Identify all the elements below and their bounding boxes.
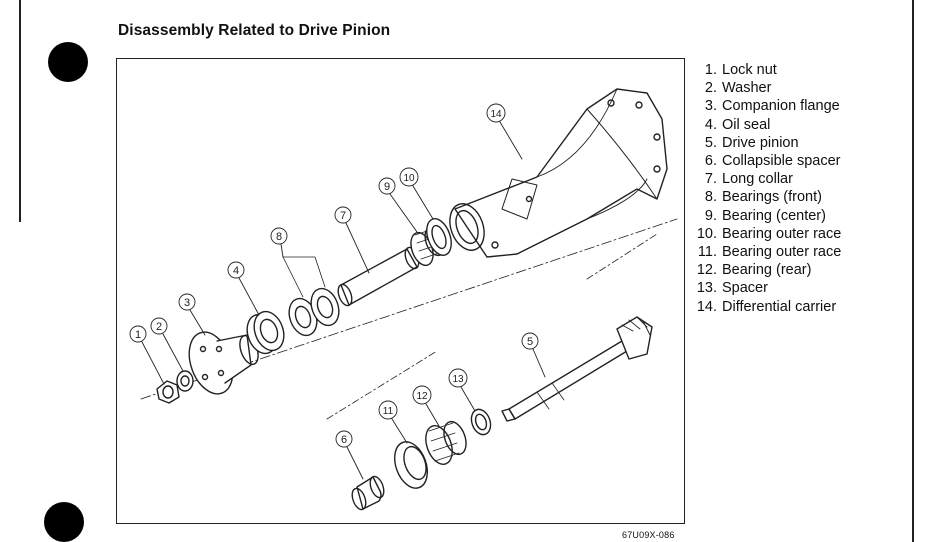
oil-seal-drawing	[246, 310, 285, 355]
legend-label: Bearings (front)	[722, 189, 822, 206]
legend-item: 13. Spacer	[692, 279, 902, 297]
lower-axis-line	[326, 350, 438, 420]
legend-label: Bearing (center)	[722, 207, 826, 224]
page-margin-rule	[19, 0, 21, 222]
svg-text:12: 12	[416, 391, 428, 402]
legend-number: 7.	[704, 171, 717, 188]
svg-text:9: 9	[384, 181, 390, 193]
bearing-outer-race-lower-drawing	[393, 441, 429, 489]
callout-13: 13	[448, 368, 476, 412]
exploded-view-figure: 1 2 3 4 8 7 9 10 14 5 13 12 11 6	[116, 58, 685, 524]
callout-1: 1	[129, 325, 165, 385]
legend-number: 2.	[704, 80, 717, 97]
callout-8: 8	[270, 227, 288, 258]
legend-item: 1. Lock nut	[692, 61, 902, 79]
legend-label: Lock nut	[722, 62, 777, 78]
legend-label: Bearing outer race	[722, 225, 842, 242]
svg-text:1: 1	[135, 329, 141, 341]
callout-14: 14	[486, 103, 523, 160]
lock-nut-drawing	[156, 380, 180, 404]
legend-item: 6. Collapsible spacer	[692, 152, 902, 170]
bearing-rear-drawing	[425, 420, 467, 465]
svg-text:5: 5	[527, 336, 533, 348]
legend-item: 7. Long collar	[692, 170, 902, 188]
page-edge-rule	[912, 0, 914, 542]
svg-text:3: 3	[184, 297, 190, 309]
svg-text:4: 4	[233, 265, 239, 277]
legend-item: 9. Bearing (center)	[692, 207, 902, 225]
legend-label: Differential carrier	[722, 298, 837, 315]
legend-item: 14. Differential carrier	[692, 298, 902, 316]
svg-text:6: 6	[341, 434, 347, 446]
washer-drawing	[176, 370, 194, 392]
svg-text:13: 13	[452, 374, 464, 385]
legend-label: Bearing outer race	[722, 244, 842, 261]
legend-number: 9.	[704, 207, 717, 224]
long-collar-drawing	[337, 246, 420, 307]
legend-number: 10.	[696, 225, 717, 242]
legend-label: Spacer	[722, 280, 768, 297]
callout-5: 5	[521, 332, 546, 378]
callout-10: 10	[399, 167, 434, 220]
legend-label: Companion flange	[722, 98, 840, 115]
binding-hole-bottom	[44, 502, 84, 542]
legend-label: Collapsible spacer	[722, 153, 841, 170]
callout-6: 6	[335, 430, 364, 480]
legend-number: 11.	[697, 244, 717, 261]
parts-legend: 1. Lock nut 2. Washer 3. Companion flange 4…	[692, 61, 902, 316]
legend-label: Oil seal	[722, 116, 771, 133]
legend-item: 4. Oil seal	[692, 116, 902, 134]
legend-number: 4.	[704, 116, 717, 133]
legend-number: 13.	[696, 280, 717, 297]
legend-number: 5.	[704, 134, 717, 151]
legend-label: Bearing (rear)	[722, 262, 812, 279]
svg-text:2: 2	[156, 321, 162, 333]
legend-item: 5. Drive pinion	[692, 134, 902, 152]
differential-carrier-drawing	[449, 88, 668, 258]
legend-number: 3.	[704, 98, 717, 115]
svg-text:14: 14	[490, 109, 502, 120]
legend-number: 6.	[704, 153, 717, 170]
callout-7: 7	[334, 206, 370, 274]
drive-pinion-drawing	[501, 316, 653, 422]
legend-item: 10. Bearing outer race	[692, 225, 902, 243]
callout-2: 2	[150, 317, 184, 372]
binding-hole-top	[48, 42, 88, 82]
spacer-drawing	[470, 408, 492, 436]
companion-flange-drawing	[188, 331, 259, 395]
callout-9: 9	[378, 177, 418, 233]
svg-text:7: 7	[340, 210, 346, 222]
legend-number: 8.	[704, 189, 717, 206]
legend-item: 8. Bearings (front)	[692, 188, 902, 206]
legend-item: 11. Bearing outer race	[692, 243, 902, 261]
legend-item: 12. Bearing (rear)	[692, 261, 902, 279]
figure-code: 67U09X-086	[622, 530, 675, 540]
svg-text:8: 8	[276, 231, 282, 243]
page-title: Disassembly Related to Drive Pinion	[118, 22, 391, 39]
svg-text:10: 10	[403, 173, 415, 184]
legend-number: 14.	[696, 298, 717, 315]
svg-text:11: 11	[383, 406, 394, 417]
callout-4: 4	[227, 261, 260, 316]
callout-3: 3	[178, 293, 206, 336]
legend-item: 3. Companion flange	[692, 97, 902, 115]
collapsible-spacer-drawing	[351, 475, 385, 511]
legend-label: Long collar	[722, 171, 793, 188]
legend-item: 2. Washer	[692, 79, 902, 97]
bearings-front-drawing	[282, 256, 340, 337]
legend-label: Washer	[722, 80, 772, 97]
legend-label: Drive pinion	[722, 134, 799, 151]
legend-number: 1.	[704, 62, 717, 78]
callout-12: 12	[412, 385, 440, 427]
bearing-outer-race-upper-drawing	[426, 218, 452, 256]
callout-11: 11	[378, 400, 408, 444]
carrier-axis-line	[586, 233, 658, 280]
legend-number: 12.	[696, 262, 717, 279]
